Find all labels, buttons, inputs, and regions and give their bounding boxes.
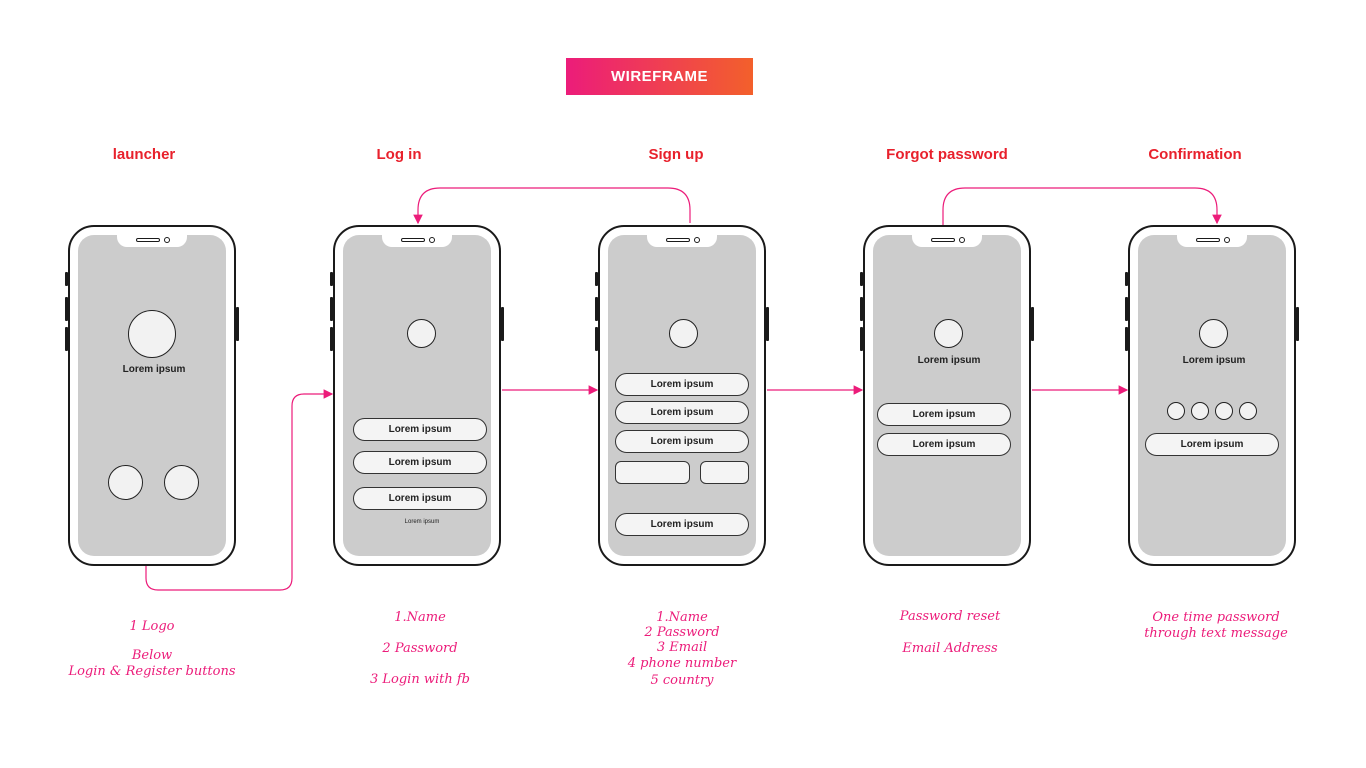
name-field[interactable]: Lorem ipsum [615,373,749,396]
email-field[interactable]: Lorem ipsum [615,430,749,453]
country-field[interactable] [700,461,749,484]
register-button[interactable] [164,465,199,500]
logo-placeholder [407,319,436,348]
phone-confirmation: Lorem ipsum Lorem ipsum [1125,225,1299,566]
submit-button[interactable]: Lorem ipsum [615,513,749,536]
phone-forgot-password: Lorem ipsum Lorem ipsum Lorem ipsum [860,225,1034,566]
email-address-field[interactable]: Lorem ipsum [877,433,1011,456]
logo-label: Lorem ipsum [122,364,186,375]
logo-label: Lorem ipsum [917,355,981,366]
speaker-icon [666,238,690,242]
note-launcher-3: Login & Register buttons [68,664,236,679]
camera-icon [1224,237,1230,243]
otp-digit-1[interactable] [1167,402,1185,420]
note-forgot-1: Password reset [899,609,1001,624]
camera-icon [694,237,700,243]
logo-placeholder [1199,319,1228,348]
login-with-fb-button[interactable]: Lorem ipsum [353,487,487,510]
note-signup-5: 5 country [650,673,714,688]
arrow-signup-to-login [413,187,691,225]
note-forgot-2: Email Address [902,641,998,656]
speaker-icon [401,238,425,242]
title-login: Log in [376,146,422,163]
note-launcher-2: Below [131,648,173,663]
otp-digit-3[interactable] [1215,402,1233,420]
note-signup-3: 3 Email [656,640,708,655]
confirm-button[interactable]: Lorem ipsum [1145,433,1279,456]
note-signup-2: 2 Password [644,625,720,640]
note-confirm-2: through text message [1144,626,1288,641]
phone-launcher: Lorem ipsum [65,225,239,566]
logo-placeholder [934,319,963,348]
camera-icon [164,237,170,243]
password-field[interactable]: Lorem ipsum [353,451,487,474]
password-reset-field[interactable]: Lorem ipsum [877,403,1011,426]
title-launcher: launcher [112,146,176,163]
wireframe-banner: WIREFRAME [566,58,753,95]
note-confirm-1: One time password [1152,610,1280,625]
note-signup-1: 1.Name [656,610,708,625]
screen-confirmation: Lorem ipsum Lorem ipsum [1138,235,1286,556]
password-field[interactable]: Lorem ipsum [615,401,749,424]
note-login-3: 3 Login with fb [370,672,470,687]
otp-digit-2[interactable] [1191,402,1209,420]
camera-icon [429,237,435,243]
note-login-1: 1.Name [394,610,446,625]
logo-placeholder [669,319,698,348]
arrow-forgot-to-confirm-top [942,187,1222,225]
note-login-2: 2 Password [382,641,458,656]
speaker-icon [1196,238,1220,242]
login-button[interactable] [108,465,143,500]
screen-signup: Lorem ipsum Lorem ipsum Lorem ipsum Lore… [608,235,756,556]
phone-signup: Lorem ipsum Lorem ipsum Lorem ipsum Lore… [595,225,769,566]
note-signup-4: 4 phone number [627,656,737,671]
title-confirmation: Confirmation [1148,146,1242,163]
screen-launcher: Lorem ipsum [78,235,226,556]
title-signup: Sign up [648,146,704,163]
footer-link[interactable]: Lorem ipsum [404,519,440,525]
screen-forgot-password: Lorem ipsum Lorem ipsum Lorem ipsum [873,235,1021,556]
speaker-icon [931,238,955,242]
screen-login: Lorem ipsum Lorem ipsum Lorem ipsum Lore… [343,235,491,556]
arrow-launcher-to-login [145,389,334,591]
title-forgot-password: Forgot password [886,146,1008,163]
note-launcher-1: 1 Logo [129,619,175,634]
logo-placeholder [128,310,176,358]
camera-icon [959,237,965,243]
logo-label: Lorem ipsum [1182,355,1246,366]
phone-login: Lorem ipsum Lorem ipsum Lorem ipsum Lore… [330,225,504,566]
otp-digit-4[interactable] [1239,402,1257,420]
speaker-icon [136,238,160,242]
phone-number-field[interactable] [615,461,690,484]
name-field[interactable]: Lorem ipsum [353,418,487,441]
